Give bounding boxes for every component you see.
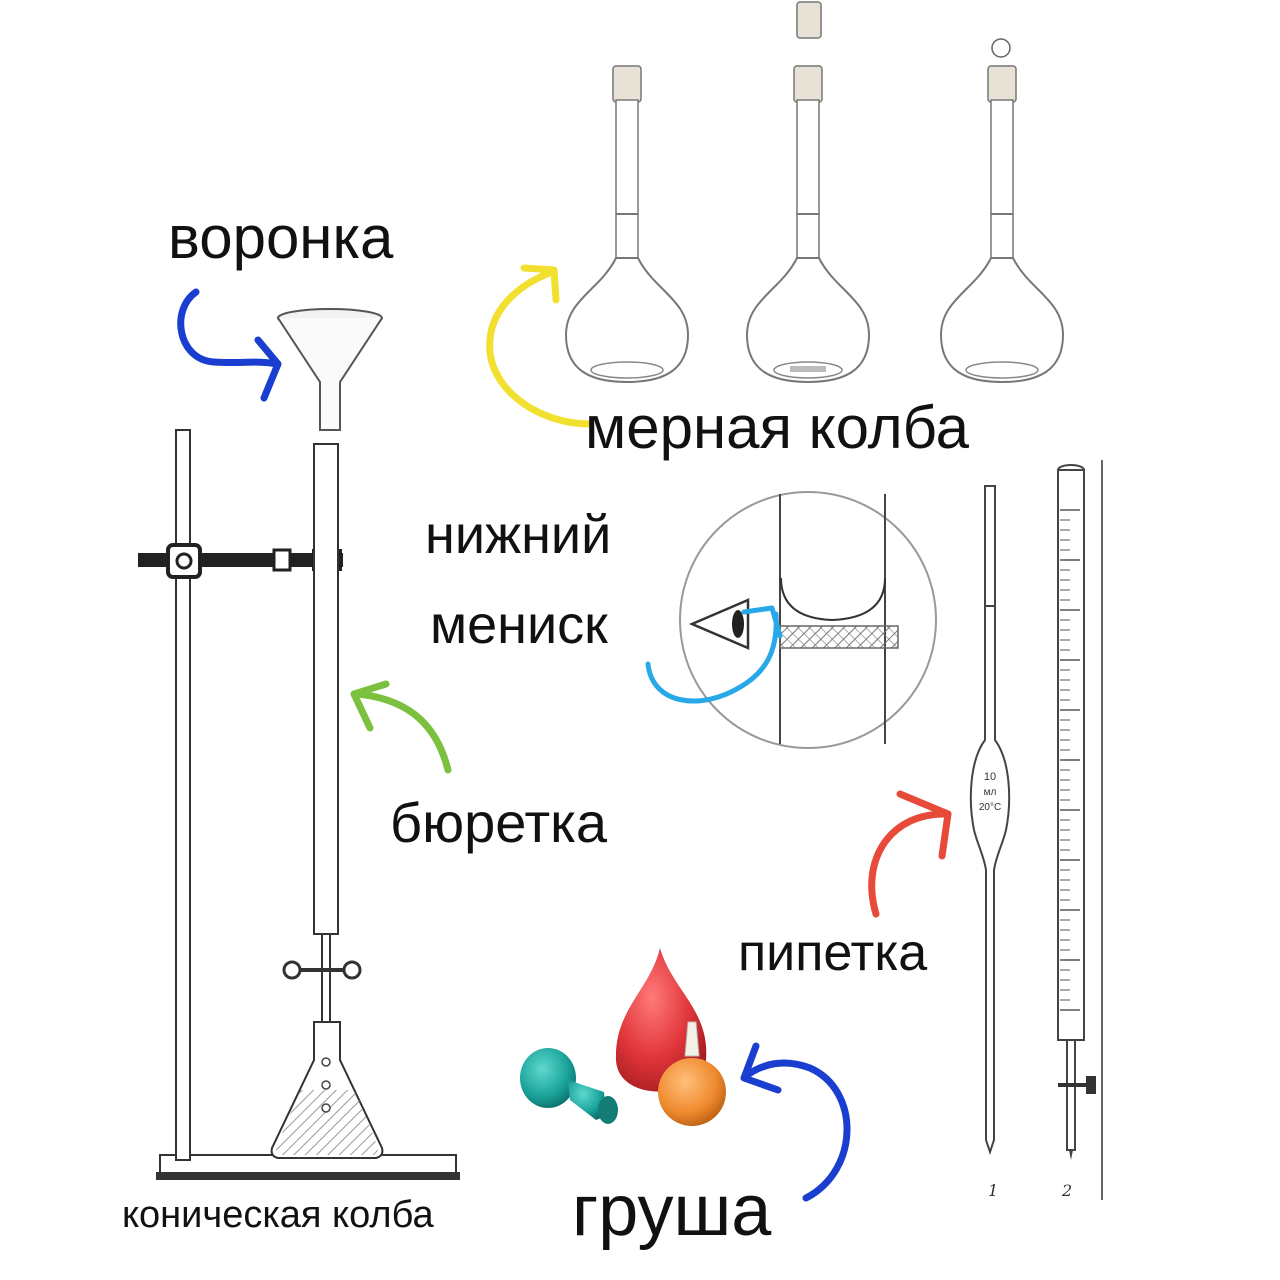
burette-on-stand [282, 443, 362, 1030]
volumetric-flask-3 [939, 38, 1065, 384]
graduated-burette [1057, 464, 1096, 1160]
conical-flask [270, 1021, 384, 1159]
funnel-label: воронка [168, 204, 394, 271]
pipette-label: пипетка [738, 924, 928, 982]
figure-number-1: 1 [988, 1181, 998, 1200]
bulb-label: груша [572, 1171, 772, 1251]
eye-icon [688, 598, 750, 650]
rubber-bulbs [520, 948, 726, 1126]
meniscus-label-line1: нижний [425, 505, 612, 565]
volumetric-flask-label: мерная колба [585, 394, 969, 461]
funnel-arrow [177, 288, 282, 402]
conical-flask-label: коническая колба [122, 1194, 434, 1236]
figure-number-2: 2 [1061, 1181, 1072, 1200]
pipette-unit-mark: мл [984, 787, 997, 798]
burette-label: бюретка [390, 791, 608, 854]
volumetric-flask-1 [564, 65, 690, 384]
pipette [969, 485, 1011, 1156]
volumetric-flask-2 [745, 1, 871, 384]
bulb-arrow [740, 1042, 851, 1202]
meniscus-arrow [645, 605, 783, 704]
burette-arrow [350, 680, 452, 774]
funnel [277, 308, 383, 431]
meniscus-label-line2: мениск [430, 595, 608, 655]
pipette-temperature-mark: 20°C [979, 802, 1001, 813]
pipette-volume-mark: 10 [984, 771, 996, 783]
pipette-arrow [868, 790, 952, 918]
volumetric-flask-arrow [486, 264, 594, 428]
ring-stand [138, 429, 460, 1180]
burette-scale [1060, 509, 1080, 1011]
